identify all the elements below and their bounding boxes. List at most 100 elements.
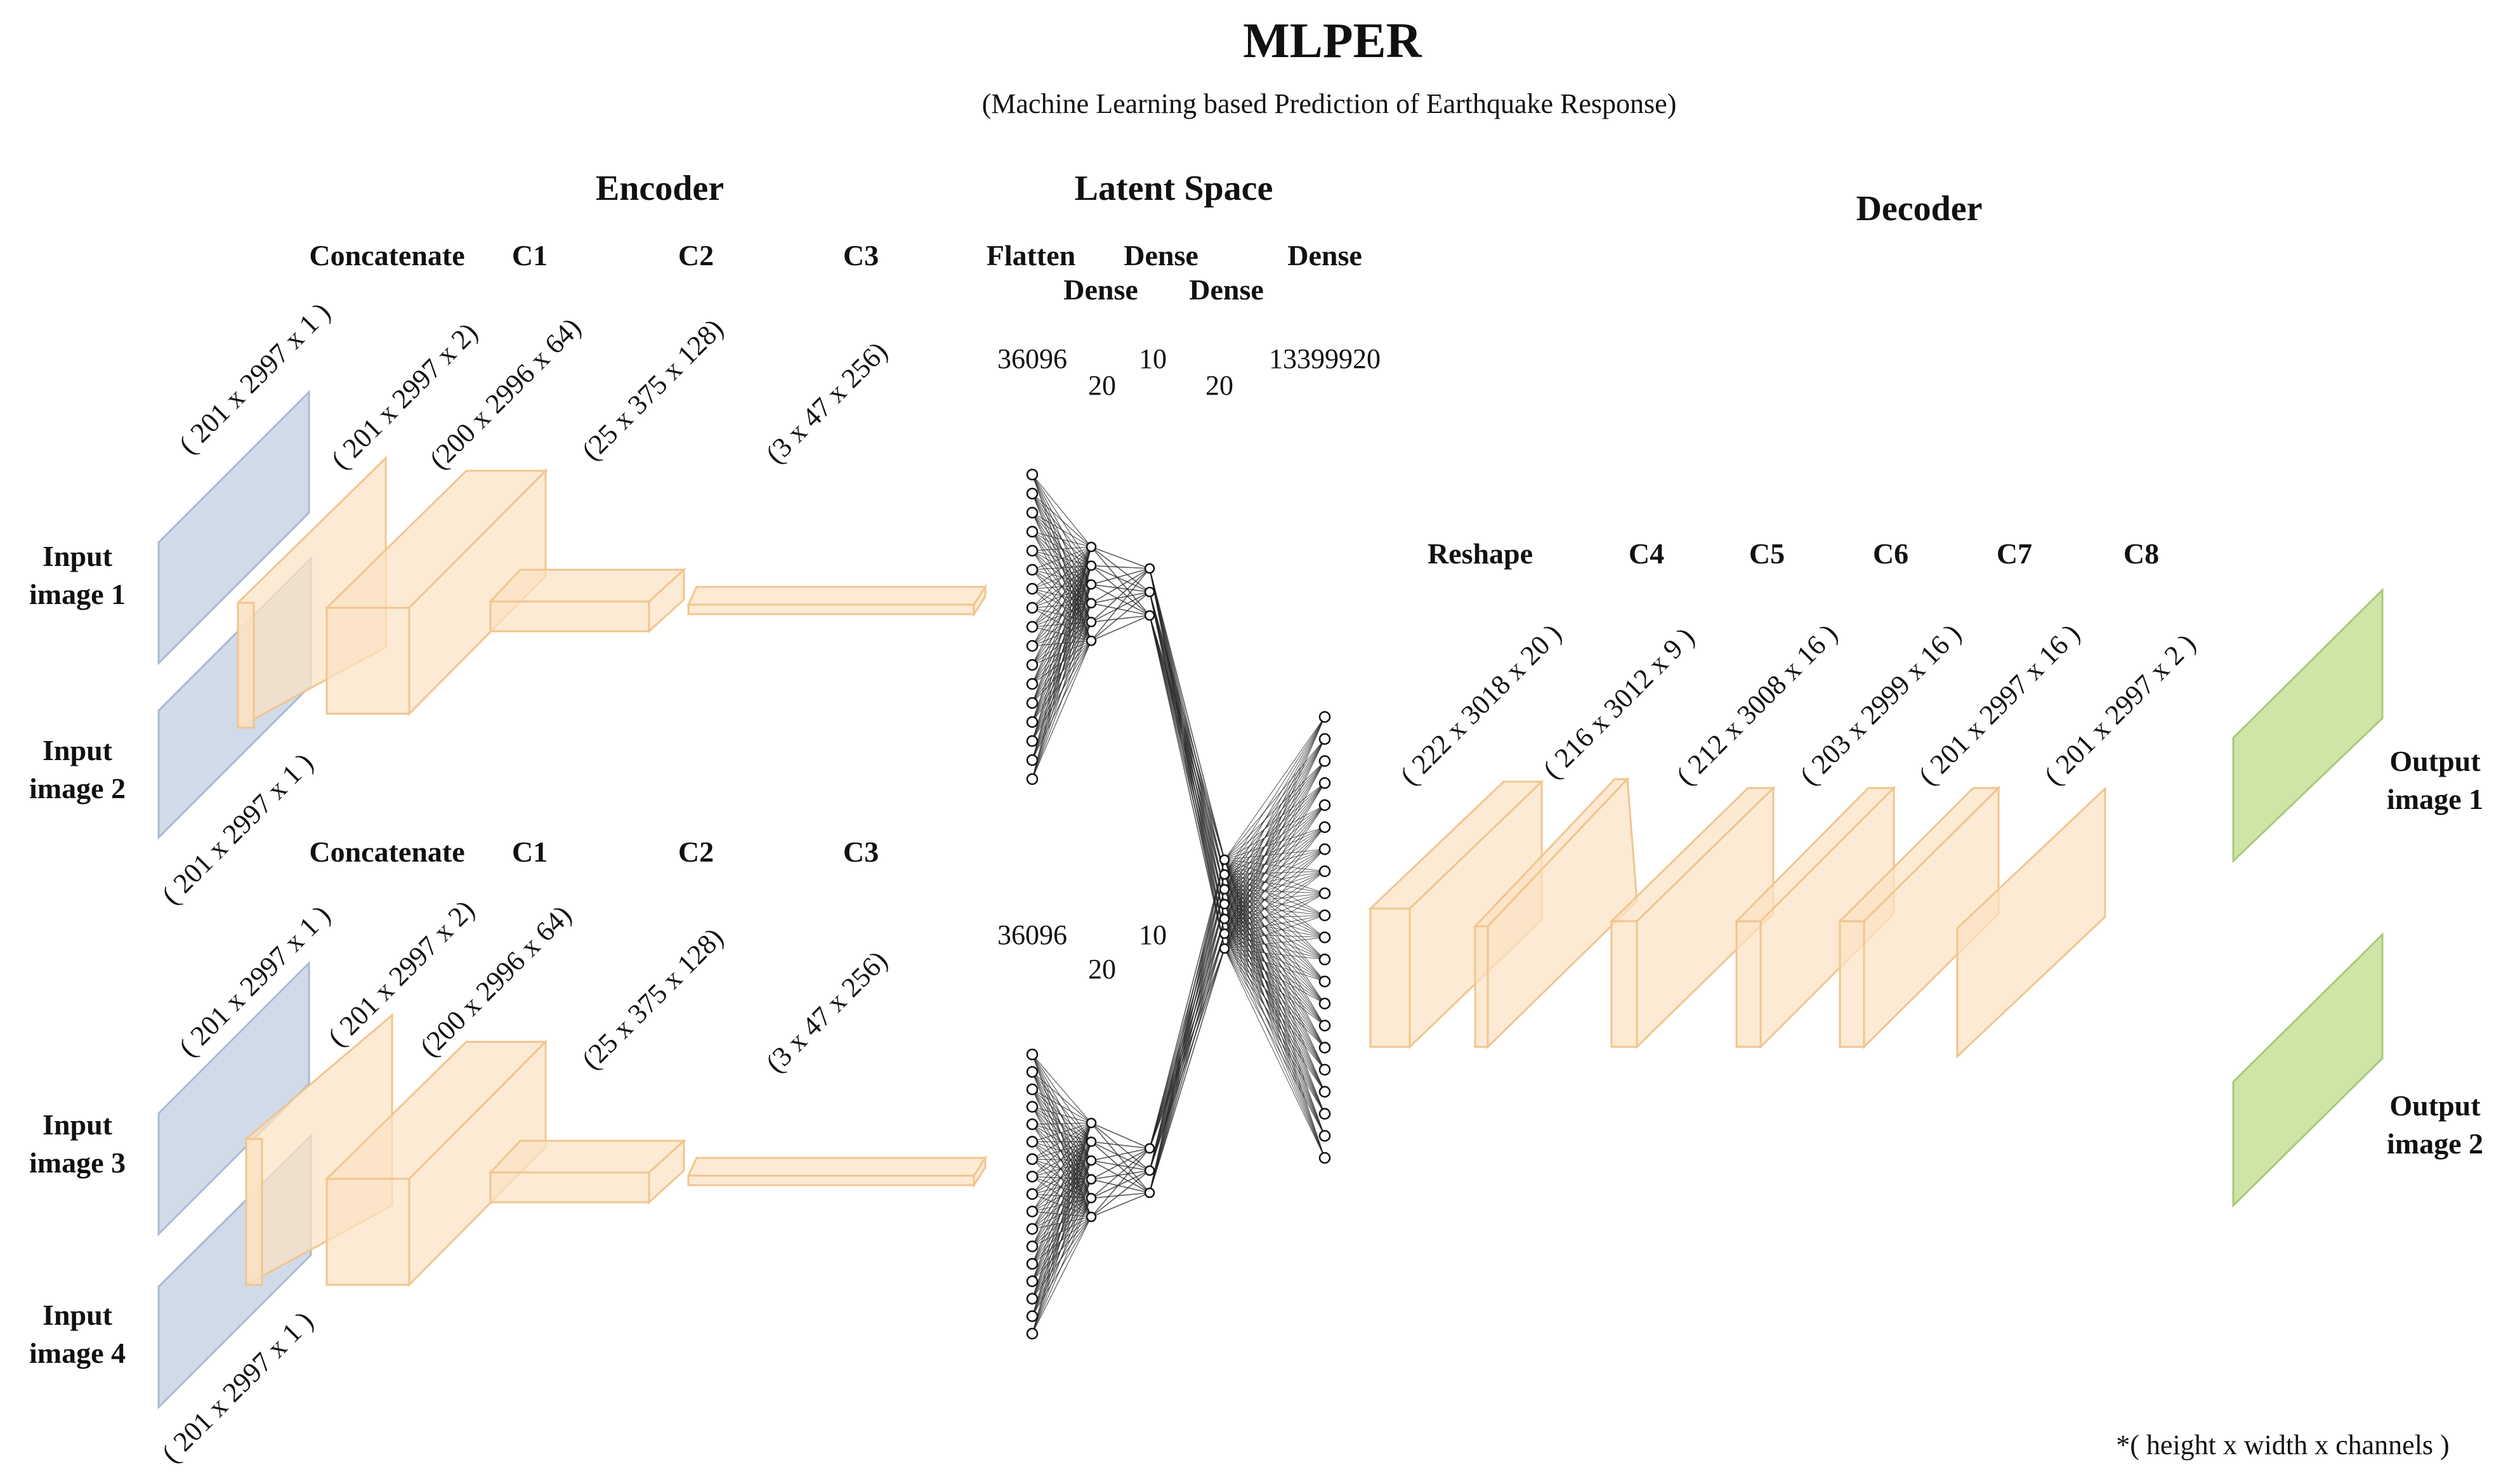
output-image-1-label-line2: image 1 bbox=[2387, 783, 2483, 815]
output-image-2-label-line1: Output bbox=[2389, 1089, 2481, 1122]
dense-node bbox=[1087, 542, 1096, 551]
diagram-title: MLPER bbox=[1243, 13, 1422, 68]
section-encoder: Encoder bbox=[596, 169, 724, 208]
flatten-node bbox=[1027, 508, 1037, 518]
latent-dense-label-3: Dense bbox=[1063, 273, 1138, 306]
flatten-node bbox=[1027, 1137, 1037, 1147]
latent-dense-size-20b: 20 bbox=[1205, 370, 1233, 401]
dense-node bbox=[1145, 1144, 1154, 1153]
dense-output-node bbox=[1320, 1042, 1330, 1053]
encoder-bottom-c1-label: C1 bbox=[512, 836, 548, 868]
latent-flatten-size: 36096 bbox=[997, 343, 1067, 374]
flatten-node bbox=[1027, 469, 1037, 480]
decoder-c8-label: C8 bbox=[2124, 537, 2159, 570]
dense-output-node bbox=[1320, 1109, 1330, 1119]
input-image-1-label-line1: Input bbox=[43, 540, 113, 572]
section-decoder: Decoder bbox=[1856, 189, 1982, 228]
dense-node bbox=[1087, 1193, 1096, 1202]
output-image-2-plane bbox=[2233, 935, 2382, 1205]
encoder-bottom-c3-dims: (3 x 47 x 256) bbox=[759, 945, 893, 1079]
dense-node bbox=[1220, 914, 1229, 923]
dense-output-node bbox=[1320, 933, 1330, 943]
latent-dense-label-2: Dense bbox=[1287, 239, 1362, 272]
flatten-node bbox=[1027, 736, 1037, 746]
output-image-1-label-line1: Output bbox=[2389, 745, 2481, 777]
flatten-node bbox=[1027, 527, 1037, 537]
flatten-node bbox=[1027, 603, 1037, 613]
flatten-node bbox=[1027, 1084, 1037, 1094]
dimension-note: *( height x width x channels ) bbox=[2116, 1429, 2449, 1461]
decoder-c4-label: C4 bbox=[1629, 537, 1664, 570]
flatten-node bbox=[1027, 774, 1037, 784]
flatten-node bbox=[1027, 1329, 1037, 1339]
flatten-node bbox=[1027, 1311, 1037, 1322]
dense-node bbox=[1087, 1138, 1096, 1146]
dense-node bbox=[1220, 885, 1229, 894]
dense-output-node bbox=[1320, 756, 1330, 766]
dense-node bbox=[1145, 1188, 1154, 1197]
flatten-node bbox=[1027, 1154, 1037, 1164]
flatten-node bbox=[1027, 660, 1037, 670]
encoder-top-c3-label: C3 bbox=[843, 239, 879, 272]
encoder-bottom-concatenate-label: Concatenate bbox=[309, 836, 464, 868]
encoder-top-c3-dims: (3 x 47 x 256) bbox=[759, 336, 893, 469]
latent-dense-label-4: Dense bbox=[1189, 273, 1264, 306]
latent-neural-network bbox=[1027, 469, 1330, 1339]
flatten-node bbox=[1027, 641, 1037, 651]
dense-node bbox=[1087, 636, 1096, 645]
latent-flatten-label: Flatten bbox=[987, 239, 1076, 272]
flatten-node bbox=[1027, 1189, 1037, 1199]
flatten-node bbox=[1027, 1172, 1037, 1182]
latent-dense-label-1: Dense bbox=[1124, 239, 1198, 272]
dense-node bbox=[1087, 561, 1096, 570]
flatten-node bbox=[1027, 622, 1037, 632]
output-image-1-plane bbox=[2233, 590, 2382, 861]
dense-node bbox=[1145, 611, 1154, 620]
encoder-bottom-c2-label: C2 bbox=[678, 836, 714, 868]
encoder-top-c3-block bbox=[688, 587, 985, 614]
dense-output-node bbox=[1320, 888, 1330, 898]
flatten-node bbox=[1027, 755, 1037, 765]
flatten-node bbox=[1027, 1067, 1037, 1077]
flatten-node bbox=[1027, 1294, 1037, 1304]
dense-output-node bbox=[1320, 800, 1330, 810]
flatten-node bbox=[1027, 1102, 1037, 1112]
dense-node bbox=[1087, 1175, 1096, 1184]
decoder-c5-label: C5 bbox=[1749, 537, 1785, 570]
diagram-subtitle: (Machine Learning based Prediction of Ea… bbox=[982, 88, 1677, 119]
dense-output-node bbox=[1320, 1065, 1330, 1075]
dense-output-node bbox=[1320, 999, 1330, 1009]
dense-output-node bbox=[1320, 954, 1330, 964]
flatten-node bbox=[1027, 1242, 1037, 1252]
latent-connections bbox=[1032, 475, 1325, 1334]
dense-node bbox=[1220, 944, 1229, 953]
input-image-2-label-line1: Input bbox=[43, 734, 113, 766]
dense-node bbox=[1145, 588, 1154, 596]
input-image-1-label-line2: image 1 bbox=[29, 578, 126, 610]
flatten-node bbox=[1027, 1224, 1037, 1234]
decoder-reshape-label: Reshape bbox=[1428, 537, 1533, 570]
dense-output-node bbox=[1320, 1153, 1330, 1163]
dense-output-node bbox=[1320, 712, 1330, 722]
dense-node bbox=[1220, 870, 1229, 879]
dense-output-node bbox=[1320, 1131, 1330, 1141]
encoder-bottom-c2-block bbox=[490, 1141, 684, 1202]
encoder-top-c1-label: C1 bbox=[512, 239, 548, 272]
flatten-node bbox=[1027, 584, 1037, 594]
dense-node bbox=[1087, 580, 1096, 589]
dense-output-node bbox=[1320, 734, 1330, 744]
encoder-top-c2-dims: (25 x 375 x 128) bbox=[575, 313, 729, 466]
encoder-bottom-c2-dims: (25 x 375 x 128) bbox=[575, 922, 729, 1075]
output-image-2-label-line2: image 2 bbox=[2387, 1127, 2483, 1160]
dense-node bbox=[1145, 1166, 1154, 1175]
encoder-bottom-c3-label: C3 bbox=[843, 836, 879, 868]
flatten-node bbox=[1027, 1207, 1037, 1217]
latent-dense-size-10: 10 bbox=[1139, 343, 1167, 374]
encoder-top-concatenate-label: Concatenate bbox=[309, 239, 464, 272]
input-image-4-label-line1: Input bbox=[43, 1299, 113, 1331]
decoder-c4-dims: ( 216 x 3012 x 9 ) bbox=[1537, 621, 1700, 785]
flatten-node bbox=[1027, 698, 1037, 708]
dense-node bbox=[1145, 564, 1154, 573]
